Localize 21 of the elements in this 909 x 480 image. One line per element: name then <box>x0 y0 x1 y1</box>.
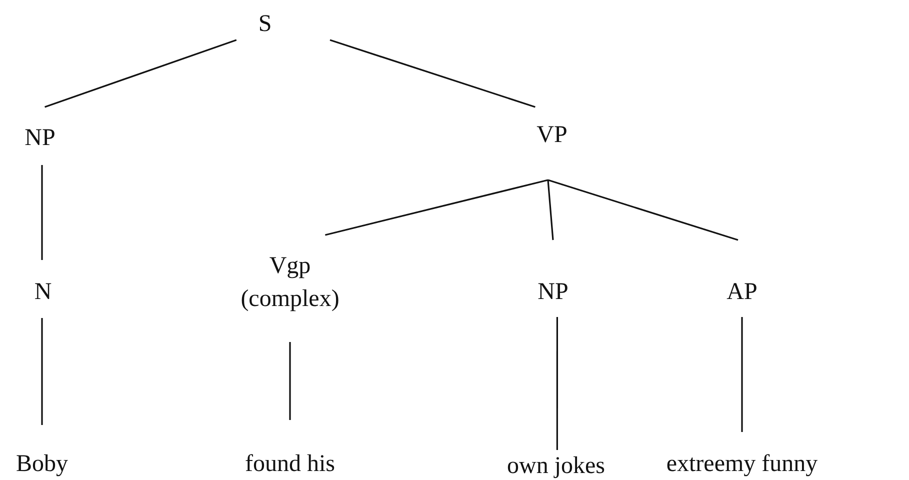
phrase-label: found his <box>245 450 335 479</box>
phrase-label: Boby <box>16 450 68 479</box>
tree-branch <box>289 342 291 420</box>
phrase-label: NP <box>24 124 56 153</box>
tree-branch <box>556 317 558 450</box>
tree-branch <box>548 179 738 241</box>
tree-branch <box>330 39 536 108</box>
phrase-label: NP <box>538 278 568 307</box>
tree-branch <box>547 180 554 240</box>
phrase-label: Vgp (complex) <box>240 252 340 314</box>
tree-branch <box>741 317 743 432</box>
phrase-label: S <box>258 10 272 39</box>
tree-branch <box>325 179 548 236</box>
tree-branch <box>41 165 43 260</box>
phrase-label: VP <box>536 121 568 150</box>
phrase-label: AP <box>726 278 758 307</box>
phrase-label: own jokes <box>507 452 605 480</box>
tree-branch <box>41 318 43 425</box>
phrase-label: N <box>34 278 52 307</box>
phrase-label: extreemy funny <box>666 450 818 479</box>
tree-branch <box>44 39 237 108</box>
